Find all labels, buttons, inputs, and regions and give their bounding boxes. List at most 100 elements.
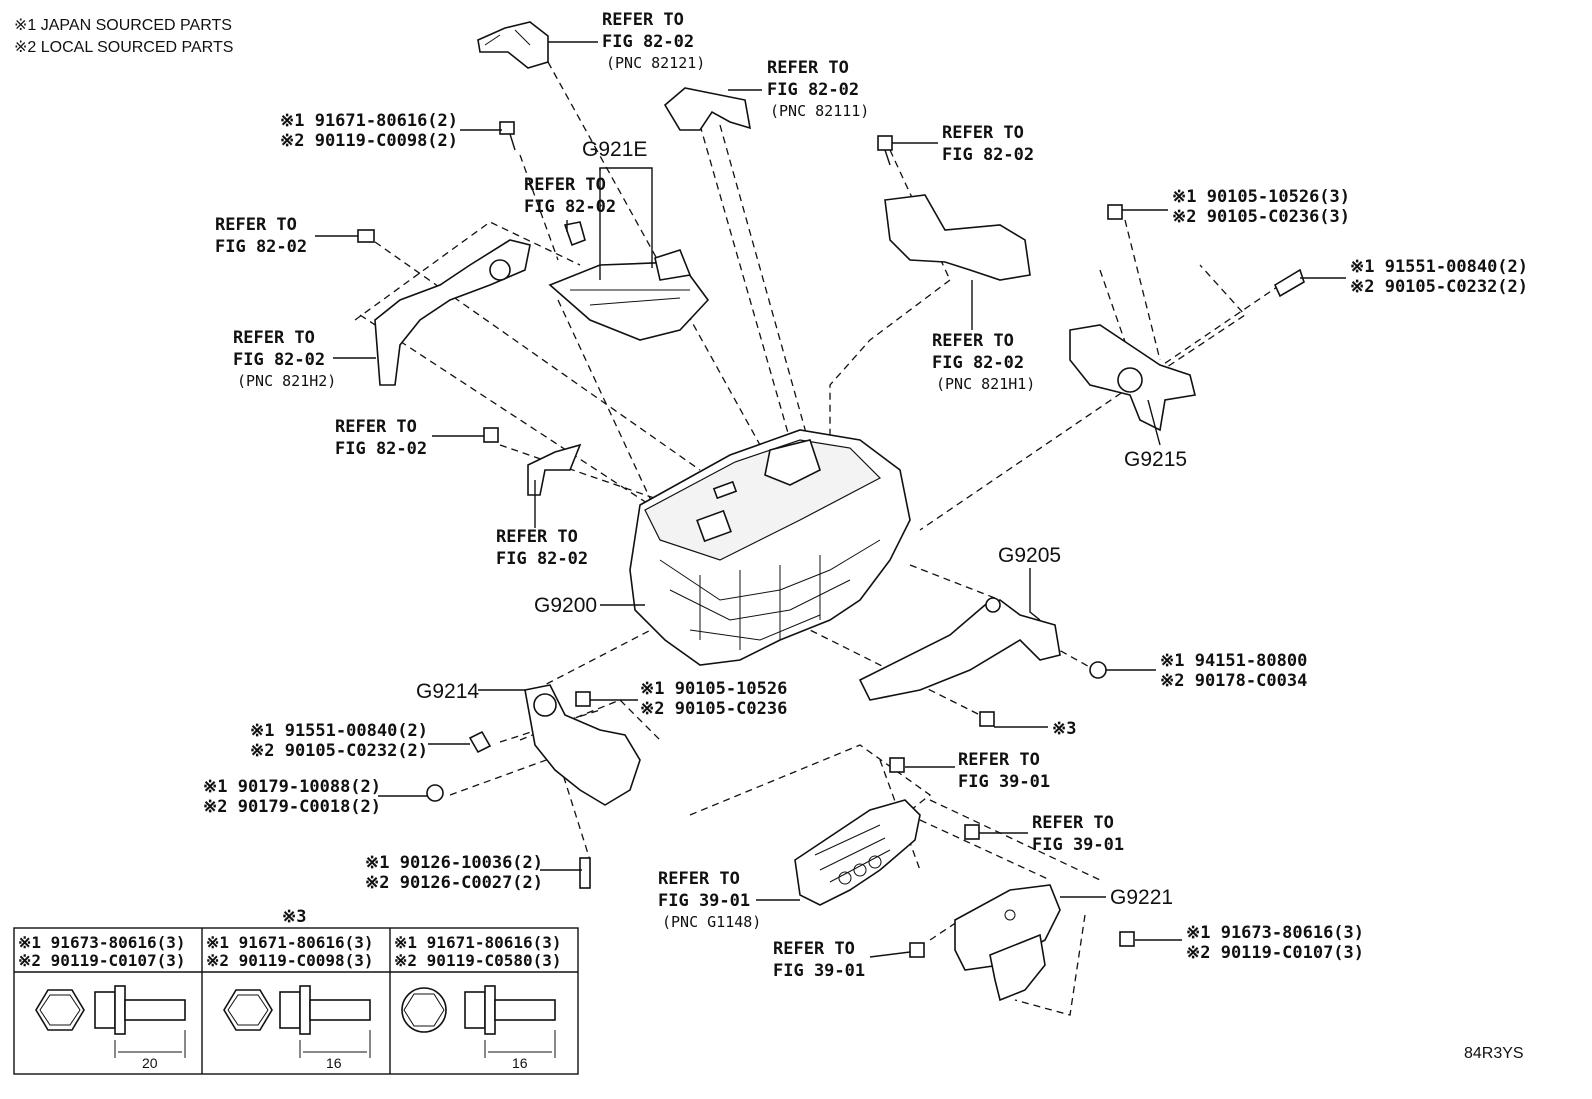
- group-g921e: G921E: [582, 138, 647, 161]
- svg-text:REFER TO: REFER TO: [496, 527, 578, 547]
- hex-bolt-icon: [401, 985, 556, 1058]
- svg-text:REFER TO: REFER TO: [215, 215, 297, 235]
- svg-text:※1 90179-10088(2): ※1 90179-10088(2): [203, 777, 381, 797]
- ref-g1148: REFER TO FIG 39-01 (PNC G1148): [658, 869, 761, 931]
- svg-text:FIG 39-01: FIG 39-01: [658, 891, 750, 911]
- svg-text:20: 20: [142, 1055, 158, 1071]
- ref-fig-82-02-d: REFER TO FIG 82-02: [335, 417, 427, 459]
- bracket-clip: [483, 427, 582, 496]
- svg-text:(PNC 82121): (PNC 82121): [606, 54, 705, 72]
- star3-label: ※3: [1052, 719, 1076, 739]
- svg-text:※1 91671-80616(3): ※1 91671-80616(3): [394, 933, 562, 952]
- svg-text:REFER TO: REFER TO: [932, 331, 1014, 351]
- partno-p7: ※1 90179-10088(2) ※2 90179-C0018(2): [203, 777, 381, 817]
- hex-bolt-icon: [35, 985, 186, 1058]
- svg-text:REFER TO: REFER TO: [602, 10, 684, 30]
- ref-82121: REFER TO FIG 82-02 (PNC 82121): [602, 10, 705, 72]
- svg-text:※1 91551-00840(2): ※1 91551-00840(2): [250, 721, 428, 741]
- svg-text:※1 90105-10526(3): ※1 90105-10526(3): [1172, 187, 1350, 207]
- bracket-g9205: [858, 597, 1107, 727]
- svg-text:※2 90119-C0098(2): ※2 90119-C0098(2): [280, 131, 458, 151]
- svg-text:(PNC G1148): (PNC G1148): [662, 913, 761, 931]
- partno-p2: ※1 90105-10526(3) ※2 90105-C0236(3): [1172, 187, 1350, 227]
- inverter-g9200: [629, 429, 911, 666]
- bolt-table-col-1: ※1 91673-80616(3) ※2 90119-C0107(3) 20: [18, 933, 186, 1071]
- bolt-table-col-2: ※1 91671-80616(3) ※2 90119-C0098(3) 16: [206, 933, 374, 1071]
- svg-text:REFER TO: REFER TO: [233, 328, 315, 348]
- svg-text:※2 90105-C0236(3): ※2 90105-C0236(3): [1172, 207, 1350, 227]
- svg-text:※1 91673-80616(3): ※1 91673-80616(3): [1186, 923, 1364, 943]
- cover-g921e: [548, 249, 710, 341]
- ref-fig-82-02-c: REFER TO FIG 82-02: [942, 123, 1034, 165]
- ref-fig-39-01-c: REFER TO FIG 39-01: [773, 939, 865, 981]
- svg-text:※2 90178-C0034: ※2 90178-C0034: [1160, 671, 1307, 691]
- mount-g9215: [1069, 204, 1305, 432]
- group-g9200: G9200: [534, 594, 597, 617]
- svg-text:FIG 82-02: FIG 82-02: [942, 145, 1034, 165]
- bracket-small: [563, 221, 586, 247]
- note-local: ※2 LOCAL SOURCED PARTS: [14, 39, 233, 56]
- partno-p5: ※1 90105-10526 ※2 90105-C0236: [640, 679, 787, 719]
- partno-p1: ※1 91671-80616(2) ※2 90119-C0098(2): [280, 111, 458, 151]
- ref-821h2: REFER TO FIG 82-02 (PNC 821H2): [233, 328, 336, 390]
- svg-text:※2 90179-C0018(2): ※2 90179-C0018(2): [203, 797, 381, 817]
- svg-text:FIG 82-02: FIG 82-02: [215, 237, 307, 257]
- svg-text:FIG 39-01: FIG 39-01: [1032, 835, 1124, 855]
- cable-82111: [663, 87, 752, 131]
- partno-p3: ※1 91551-00840(2) ※2 90105-C0232(2): [1350, 257, 1528, 297]
- svg-text:REFER TO: REFER TO: [773, 939, 855, 959]
- group-g9205: G9205: [998, 544, 1061, 567]
- svg-text:REFER TO: REFER TO: [942, 123, 1024, 143]
- group-g9215: G9215: [1124, 448, 1187, 471]
- svg-text:※2 90119-C0580(3): ※2 90119-C0580(3): [394, 951, 562, 970]
- svg-text:※1 91551-00840(2): ※1 91551-00840(2): [1350, 257, 1528, 277]
- bolt-icon: [499, 121, 516, 151]
- note-japan: ※1 JAPAN SOURCED PARTS: [14, 17, 232, 34]
- svg-text:16: 16: [512, 1055, 528, 1071]
- svg-text:※2 90126-C0027(2): ※2 90126-C0027(2): [365, 873, 543, 893]
- svg-text:※1 91673-80616(3): ※1 91673-80616(3): [18, 933, 186, 952]
- group-g9214: G9214: [416, 680, 479, 703]
- ref-fig-39-01-a: REFER TO FIG 39-01: [958, 750, 1050, 792]
- svg-text:FIG 82-02: FIG 82-02: [524, 197, 616, 217]
- svg-text:※2 90119-C0098(3): ※2 90119-C0098(3): [206, 951, 374, 970]
- illustration-code: 84R3YS: [1464, 1045, 1524, 1062]
- ref-fig-82-02-a: REFER TO FIG 82-02: [524, 175, 616, 217]
- ref-fig-82-02-e: REFER TO FIG 82-02: [496, 527, 588, 569]
- svg-text:※1 91671-80616(3): ※1 91671-80616(3): [206, 933, 374, 952]
- svg-text:※1 94151-80800: ※1 94151-80800: [1160, 651, 1307, 671]
- control-unit-g9221: [909, 884, 1135, 1002]
- svg-text:FIG 82-02: FIG 82-02: [602, 32, 694, 52]
- svg-text:REFER TO: REFER TO: [767, 58, 849, 78]
- svg-text:REFER TO: REFER TO: [524, 175, 606, 195]
- svg-text:(PNC 821H1): (PNC 821H1): [936, 375, 1035, 393]
- svg-text:REFER TO: REFER TO: [958, 750, 1040, 770]
- svg-text:FIG 82-02: FIG 82-02: [767, 80, 859, 100]
- mount-g9214: [426, 684, 641, 889]
- svg-text:※1 90126-10036(2): ※1 90126-10036(2): [365, 853, 543, 873]
- ref-fig-39-01-b: REFER TO FIG 39-01: [1032, 813, 1124, 855]
- bolt-table-title: ※3: [282, 907, 306, 927]
- svg-text:※2 90105-C0232(2): ※2 90105-C0232(2): [1350, 277, 1528, 297]
- partno-p9: ※1 91673-80616(3) ※2 90119-C0107(3): [1186, 923, 1364, 963]
- svg-text:※1 90105-10526: ※1 90105-10526: [640, 679, 787, 699]
- svg-text:FIG 82-02: FIG 82-02: [932, 353, 1024, 373]
- hex-bolt-icon: [223, 985, 371, 1058]
- svg-text:(PNC 82111): (PNC 82111): [770, 102, 869, 120]
- partno-p4: ※1 94151-80800 ※2 90178-C0034: [1160, 651, 1307, 691]
- partno-p8: ※1 90126-10036(2) ※2 90126-C0027(2): [365, 853, 543, 893]
- svg-text:FIG 82-02: FIG 82-02: [335, 439, 427, 459]
- svg-text:FIG 39-01: FIG 39-01: [773, 961, 865, 981]
- svg-text:REFER TO: REFER TO: [658, 869, 740, 889]
- fuse-block-g1148: [794, 757, 980, 906]
- svg-text:REFER TO: REFER TO: [335, 417, 417, 437]
- harness-821h2: [357, 229, 531, 386]
- svg-text:※2 90119-C0107(3): ※2 90119-C0107(3): [1186, 943, 1364, 963]
- ref-82111: REFER TO FIG 82-02 (PNC 82111): [767, 58, 869, 120]
- group-g9221: G9221: [1110, 886, 1173, 909]
- svg-text:(PNC 821H2): (PNC 821H2): [237, 372, 336, 390]
- svg-text:FIG 82-02: FIG 82-02: [233, 350, 325, 370]
- svg-text:REFER TO: REFER TO: [1032, 813, 1114, 833]
- leader-lines: [315, 41, 1346, 958]
